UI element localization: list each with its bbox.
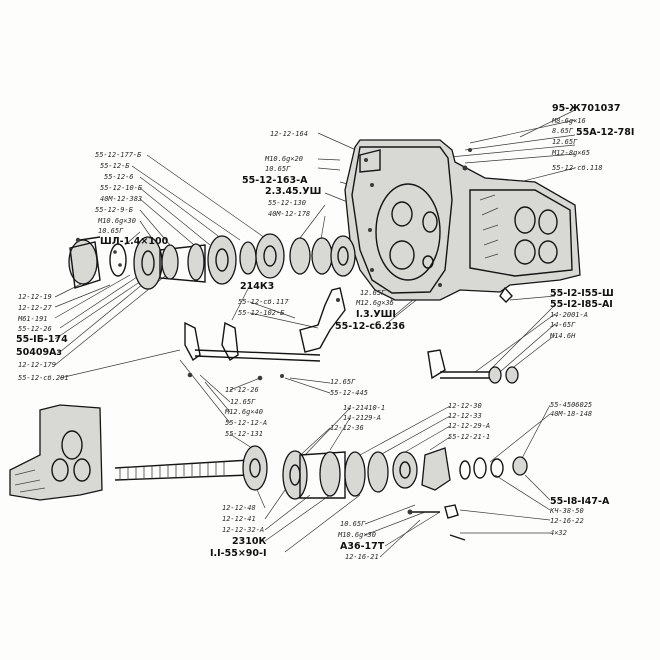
label-55-12-B: 55-12-Б	[100, 162, 130, 170]
label-M61-191: М61-191	[18, 315, 48, 323]
label-50409Az: 50409Аз	[16, 347, 62, 358]
label-14-21410-1: 14-21410-1	[343, 404, 386, 412]
label-55A-12-78I: 55А-12-78І	[576, 127, 635, 138]
label-12-12-26: 12-12-26	[225, 386, 259, 394]
label-55-12-26: 55-12-26	[18, 325, 52, 333]
label-55-I2-I85-AI: 55-I2-I85-АІ	[550, 299, 613, 310]
label-12-65G-d: 12.65Г	[230, 398, 256, 406]
label-55-I6-174: 55-IБ-174	[16, 334, 68, 345]
upper-gear-stack	[68, 233, 356, 290]
label-55-12-130: 55-12-130	[268, 199, 306, 207]
label-M12-6gx35: М12.6g×35	[356, 299, 394, 307]
label-14-65G: 14-65Г	[550, 321, 576, 329]
label-12-12-36: 12-12-36	[330, 424, 364, 432]
label-12-12-30: 12-12-30	[448, 402, 482, 410]
label-12-12-164: 12-12-164	[270, 130, 308, 138]
label-55-12-sb117: 55-12-сб.117	[238, 298, 289, 306]
label-55-I8-I47-A: 55-I8-I47-А	[550, 496, 610, 507]
label-M14-6N: М14.6Н	[550, 332, 576, 340]
label-55-4506025: 55-4506025	[550, 401, 593, 409]
label-12-12-33: 12-12-33	[448, 412, 482, 420]
label-12-12-29-A: 12-12-29-А	[448, 422, 491, 430]
gearbox-housing	[344, 139, 581, 303]
shift-mechanism	[184, 287, 519, 384]
label-I-I-55x90-I: I.I-55×90-I	[210, 548, 267, 559]
side-cover	[9, 404, 103, 501]
label-ShL-1-4x100: ШЛ-1.4×100	[100, 236, 169, 247]
label-55-12-177-B: 55-12-177-Б	[95, 151, 142, 159]
label-12-12-27: 12-12-27	[18, 304, 52, 312]
label-M12-8gx65: M12-8g×65	[552, 149, 590, 157]
label-12-65G-c: 12.65Г	[330, 378, 356, 386]
label-55-I2-I55-Sh: 55-I2-I55-Ш	[550, 288, 614, 299]
label-A36-17T: А36-17Т	[340, 541, 385, 552]
label-55-12-102-B: 55-12-102-Б	[238, 309, 285, 317]
label-40M-12-178: 40М-12-178	[268, 210, 311, 218]
label-40M-12-383: 40М-12-383	[100, 195, 143, 203]
label-12-12-32-A: 12-12-32-А	[222, 526, 265, 534]
label-40M-18-148: 40М-18-148	[550, 410, 593, 418]
label-55-12-12-A: 55-12-12-А	[225, 419, 268, 427]
label-4x32: 4×32	[550, 529, 567, 537]
label-55-12-6: 55-12-6	[104, 173, 134, 181]
label-12-12-41: 12-12-41	[222, 515, 256, 523]
label-2310K: 2310К	[232, 536, 267, 547]
label-55-12-sb201: 55-12-сб.201	[18, 374, 69, 382]
label-10-65G-c: 10.65Г	[340, 520, 366, 528]
label-M10-6gx20: M10.6g×20	[265, 155, 303, 163]
label-55-12-9-B: 55-12-9-Б	[95, 206, 133, 214]
label-10-65G-b: 10.65Г	[98, 227, 124, 235]
label-55-12-445: 55-12-445	[330, 389, 368, 397]
label-12-65G-a: 12.65Г	[552, 138, 578, 146]
label-M8-6gx16: M8-6g×16	[552, 117, 586, 125]
label-12-16-21: 12-16-21	[345, 553, 379, 561]
label-M10-6gx30-a: М10.6g×30	[98, 217, 136, 225]
label-8-65G: 8.65Г	[552, 127, 574, 135]
label-I-3-UShI: I.3.УШІ	[356, 309, 396, 320]
label-55-12-131: 55-12-131	[225, 430, 263, 438]
label-12-12-179: 12-12-179	[18, 361, 56, 369]
label-10-65G-a: 10.65Г	[265, 165, 291, 173]
label-14-2129-A: 14-2129-А	[343, 414, 381, 422]
label-12-12-48: 12-12-48	[222, 504, 256, 512]
label-12-16-22: 12-16-22	[550, 517, 584, 525]
lower-shaft-assembly	[114, 445, 528, 541]
label-55-12-10-B: 55-12-10-Б	[100, 184, 143, 192]
label-55-12-sb236: 55-12-сб.236	[335, 321, 406, 332]
label-55-12-163-A: 55-12-163-А	[242, 175, 308, 186]
label-14-2001-A: 14-2001-А	[550, 311, 588, 319]
label-2-3-45-USh: 2.3.45.УШ	[265, 186, 322, 197]
label-95-Ж701037: 95-Ж701037	[552, 103, 621, 114]
label-55-12-sb118: 55-12-сб.118	[552, 164, 603, 172]
label-M12-6gx40: М12.6g×40	[225, 408, 263, 416]
label-214K3: 214К3	[240, 281, 275, 292]
label-KCh-38-50: КЧ-38-50	[550, 507, 584, 515]
label-M10-6gx30-b: М10.6g×30	[338, 531, 376, 539]
label-12-12-19: 12-12-19	[18, 293, 52, 301]
label-12-65G-b: 12.65Г	[360, 289, 386, 297]
leader-lines	[54, 109, 576, 558]
label-55-12-21-1: 55-12-21-1	[448, 433, 491, 441]
